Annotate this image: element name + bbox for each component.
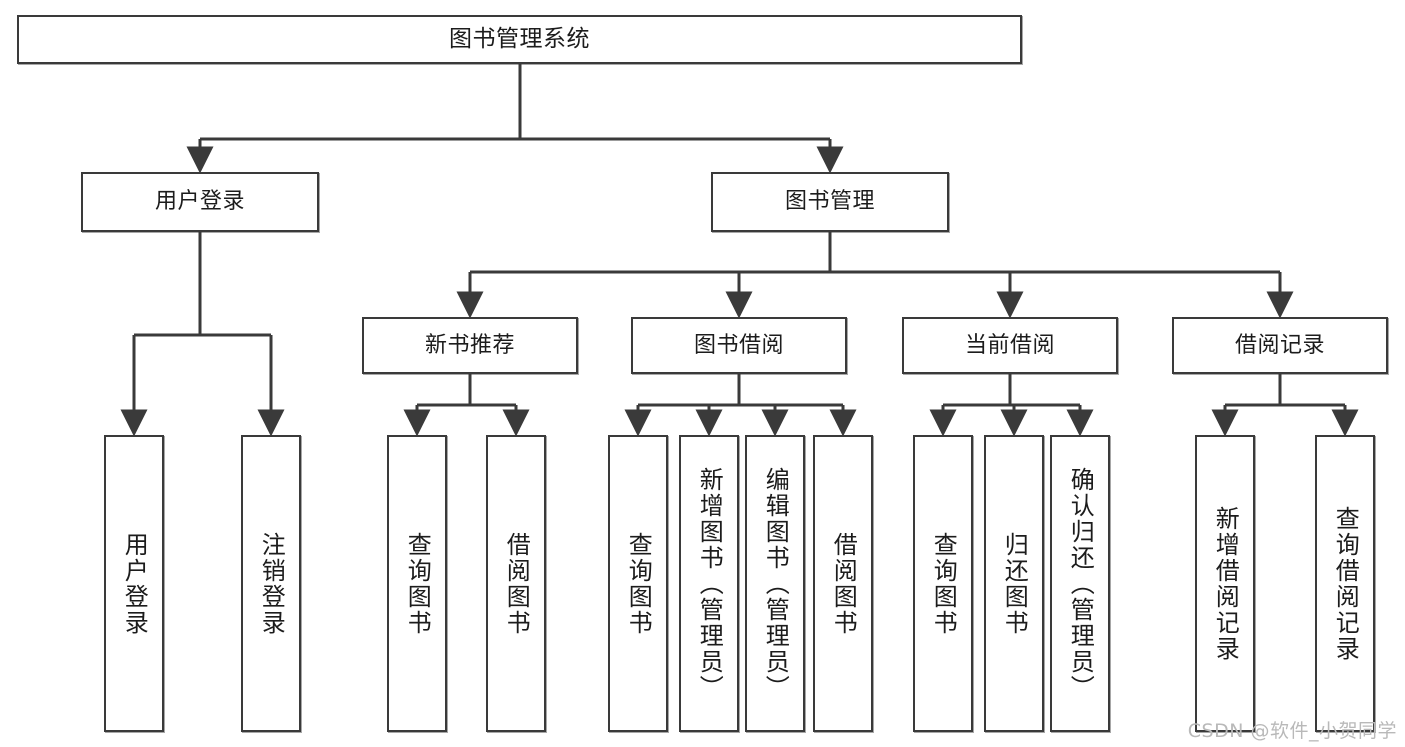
- leaf-node-5[interactable]: 查询图书: [608, 435, 668, 732]
- leaf-node-3-label: 查询图书: [403, 531, 432, 636]
- leaf-node-12-label: 新增借阅记录: [1211, 505, 1240, 662]
- level2-node-4-label: 借阅记录: [1234, 332, 1325, 358]
- level2-node-4[interactable]: 借阅记录: [1172, 317, 1388, 374]
- leaf-node-7-label: 编辑图书（管理员）: [761, 466, 790, 701]
- leaf-node-1[interactable]: 用户登录: [104, 435, 164, 732]
- leaf-node-11[interactable]: 确认归还（管理员）: [1050, 435, 1110, 732]
- leaf-node-2[interactable]: 注销登录: [241, 435, 301, 732]
- root-node-book-management-system-label: 图书管理系统: [449, 26, 590, 53]
- leaf-node-7[interactable]: 编辑图书（管理员）: [745, 435, 805, 732]
- level2-node-1-label: 新书推荐: [424, 332, 515, 358]
- level2-node-2-label: 图书借阅: [693, 332, 784, 358]
- leaf-node-3[interactable]: 查询图书: [387, 435, 447, 732]
- level2-node-2[interactable]: 图书借阅: [631, 317, 847, 374]
- leaf-node-9[interactable]: 查询图书: [913, 435, 973, 732]
- leaf-node-1-label: 用户登录: [120, 531, 149, 636]
- leaf-node-10-label: 归还图书: [1000, 531, 1029, 636]
- watermark-label: CSDN @软件_小贺同学: [1187, 720, 1397, 742]
- level1-node-2[interactable]: 图书管理: [711, 172, 949, 232]
- leaf-node-6[interactable]: 新增图书（管理员）: [679, 435, 739, 732]
- level1-node-1-label: 用户登录: [154, 189, 245, 215]
- leaf-node-9-label: 查询图书: [929, 531, 958, 636]
- leaf-node-8-label: 借阅图书: [829, 531, 858, 636]
- root-node-book-management-system[interactable]: 图书管理系统: [17, 15, 1022, 64]
- level1-node-2-label: 图书管理: [784, 189, 875, 215]
- leaf-node-13[interactable]: 查询借阅记录: [1315, 435, 1375, 732]
- level2-node-3[interactable]: 当前借阅: [902, 317, 1118, 374]
- leaf-node-5-label: 查询图书: [624, 531, 653, 636]
- level2-node-1[interactable]: 新书推荐: [362, 317, 578, 374]
- leaf-node-11-label: 确认归还（管理员）: [1066, 466, 1095, 701]
- leaf-node-6-label: 新增图书（管理员）: [695, 466, 724, 701]
- leaf-node-12[interactable]: 新增借阅记录: [1195, 435, 1255, 732]
- leaf-node-4-label: 借阅图书: [502, 531, 531, 636]
- leaf-node-2-label: 注销登录: [257, 531, 286, 636]
- leaf-node-10[interactable]: 归还图书: [984, 435, 1044, 732]
- leaf-node-8[interactable]: 借阅图书: [813, 435, 873, 732]
- leaf-node-4[interactable]: 借阅图书: [486, 435, 546, 732]
- level2-node-3-label: 当前借阅: [964, 332, 1055, 358]
- leaf-node-13-label: 查询借阅记录: [1331, 505, 1360, 662]
- level1-node-1[interactable]: 用户登录: [81, 172, 319, 232]
